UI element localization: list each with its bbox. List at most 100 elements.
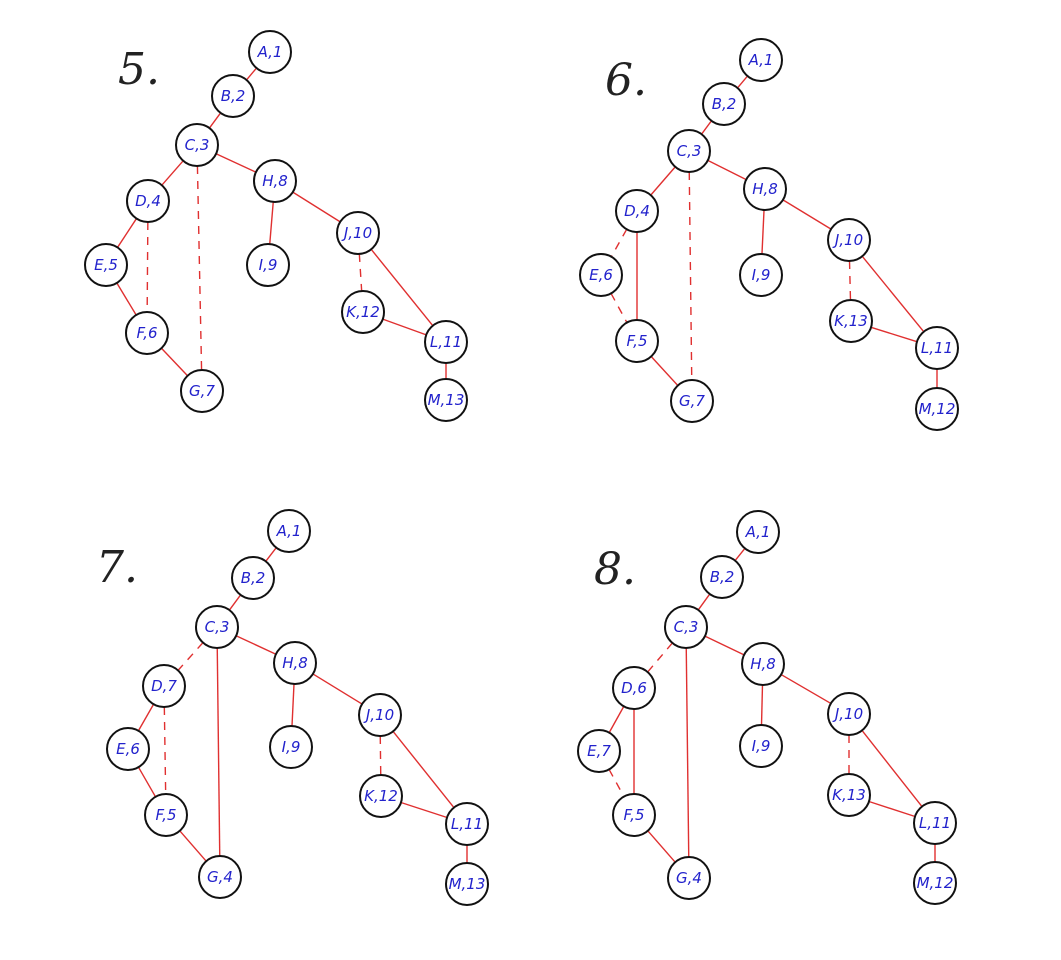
edge-solid-E-F [137,766,157,798]
edge-dashed-D-F [163,706,167,795]
edge-solid-G-F [179,830,207,862]
node-D: D,4 [126,179,170,223]
node-A: A,1 [739,38,783,82]
node-label: K,12 [364,787,398,805]
edge-solid-J-L [370,248,434,327]
edge-solid-C-D [650,166,676,196]
node-C: C,3 [175,123,219,167]
node-F: F,5 [612,793,656,837]
node-label: A,1 [745,523,771,541]
node-label: B,2 [221,87,246,105]
node-label: D,4 [135,192,161,210]
node-L: L,11 [445,802,489,846]
node-label: H,8 [752,180,778,198]
node-label: M,12 [919,400,956,418]
edge-dashed-C-G [688,171,693,381]
node-label: K,13 [832,786,866,804]
node-G: G,4 [198,855,242,899]
edge-dashed-D-F [146,221,149,313]
node-label: C,3 [674,618,699,636]
edge-solid-A-B [265,547,277,562]
edge-solid-C-D [161,160,184,186]
node-K: K,13 [829,299,873,343]
node-label: M,13 [428,391,465,409]
panel-3: 7.A,1B,2C,3D,7E,6F,5G,4H,8I,9J,10K,12L,1… [96,509,489,906]
node-K: K,12 [341,290,385,334]
node-label: C,3 [205,618,230,636]
edge-dashed-D-E [610,228,628,258]
edge-solid-D-E [137,703,155,732]
node-J: J,10 [358,693,402,737]
node-H: H,8 [253,159,297,203]
edge-dashed-J-K [358,253,363,292]
node-label: J,10 [341,224,372,242]
node-I: I,9 [739,724,783,768]
edge-dashed-C-D [177,642,204,671]
node-label: E,6 [589,266,613,284]
node-label: L,11 [921,339,953,357]
edge-dashed-E-F [608,769,625,797]
node-label: I,9 [752,266,771,284]
node-E: E,6 [106,727,150,771]
panel-number: 6. [605,55,647,106]
node-label: C,3 [185,136,210,154]
node-B: B,2 [702,82,746,126]
node-label: I,9 [282,738,301,756]
edge-solid-H-J [292,191,341,223]
node-F: F,6 [125,311,169,355]
panel-1: 5.A,1B,2C,3D,4E,5F,6G,7H,8I,9J,10K,12L,1… [84,30,468,422]
node-label: K,13 [834,312,868,330]
edge-solid-H-I [760,684,764,726]
edge-dashed-J-K [848,260,852,301]
edge-solid-A-B [245,67,258,81]
node-A: A,1 [736,510,780,554]
node-label: F,5 [626,332,647,350]
node-label: B,2 [710,568,735,586]
node-L: L,11 [913,801,957,845]
node-D: D,6 [612,666,656,710]
node-I: I,9 [269,725,313,769]
edge-solid-H-I [269,201,274,245]
edge-solid-F-G [650,356,679,386]
node-G: G,4 [667,856,711,900]
node-G: G,7 [670,379,714,423]
node-label: B,2 [712,95,737,113]
node-label: D,4 [624,202,650,220]
node-M: M,12 [915,387,959,431]
node-label: I,9 [752,737,771,755]
node-label: G,7 [679,392,705,410]
node-label: L,11 [430,333,462,351]
node-label: A,1 [276,522,302,540]
edge-solid-J-L [392,730,455,809]
node-H: H,8 [741,642,785,686]
node-label: G,4 [676,869,702,887]
edge-solid-K-L [400,801,448,819]
node-label: A,1 [748,51,774,69]
edge-solid-H-J [782,199,832,230]
node-label: K,12 [346,303,380,321]
node-F: F,5 [615,319,659,363]
node-A: A,1 [267,509,311,553]
node-label: F,5 [155,806,176,824]
edge-solid-C-H [704,635,745,656]
node-label: L,11 [451,815,483,833]
edge-solid-K-L [870,326,918,343]
node-B: B,2 [700,555,744,599]
node-J: J,10 [336,211,380,255]
edge-solid-K-L [868,800,916,818]
edge-solid-D-E [116,218,138,248]
edge-solid-K-L [382,318,427,336]
node-C: C,3 [195,605,239,649]
node-M: M,13 [445,862,489,906]
node-label: H,8 [262,172,288,190]
node-label: G,7 [189,382,215,400]
node-J: J,10 [827,218,871,262]
node-E: E,7 [577,729,621,773]
edge-solid-F-G [160,347,189,377]
edge-dashed-E-F [610,293,628,323]
node-label: M,13 [449,875,486,893]
edge-solid-E-F [116,282,137,316]
node-label: E,5 [94,256,118,274]
node-label: D,7 [151,677,177,695]
